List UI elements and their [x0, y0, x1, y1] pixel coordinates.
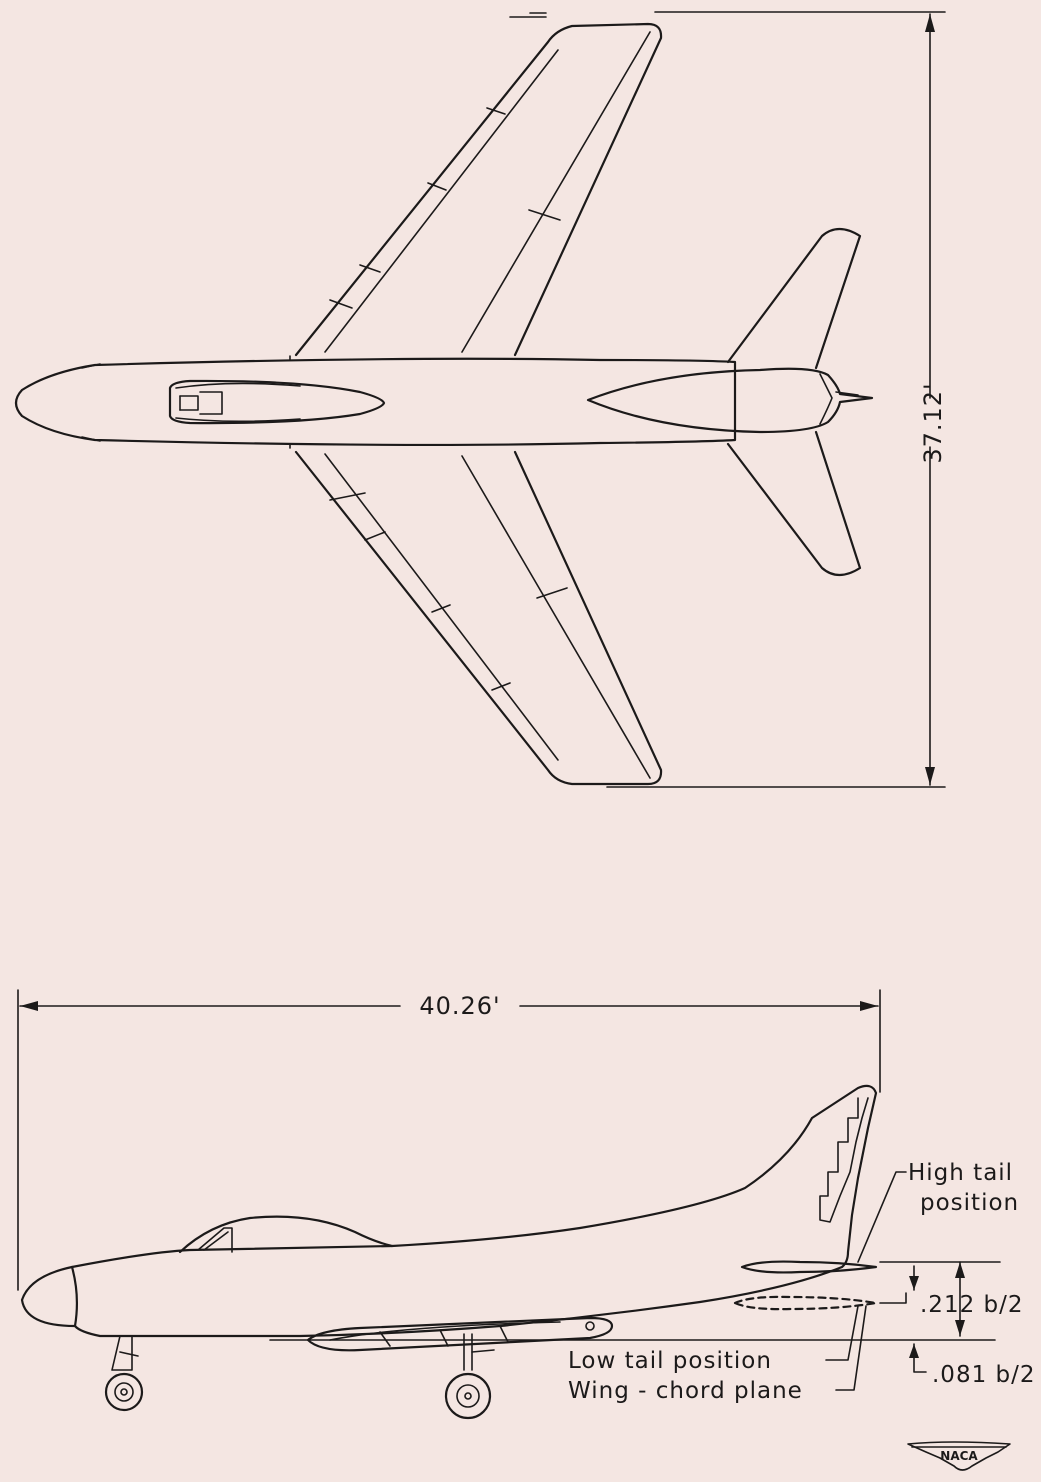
high-tail-label-line2: position — [920, 1190, 1019, 1216]
plan-lower-wing — [294, 450, 663, 786]
low-tail-label: Low tail position — [568, 1348, 772, 1374]
span-dimension: 37.12' — [606, 11, 947, 788]
side-rudder — [819, 1097, 869, 1223]
side-fuselage — [20, 1084, 878, 1338]
plan-wingtip-probe — [509, 12, 547, 18]
plan-upper-wing — [294, 22, 663, 357]
length-value: 40.26' — [419, 992, 500, 1020]
leader-lines — [825, 1171, 907, 1391]
low-tail-offset-label: .081 b/2 — [932, 1362, 1036, 1388]
plan-lower-tail — [726, 430, 862, 577]
span-value: 37.12' — [919, 382, 947, 463]
side-main-gear — [444, 1333, 495, 1420]
plan-fuselage — [14, 355, 737, 449]
side-view — [20, 1084, 996, 1420]
wing-chord-label: Wing - chord plane — [568, 1378, 803, 1404]
naca-logo-text: NACA — [940, 1449, 978, 1463]
side-canopy — [178, 1215, 394, 1254]
side-high-tail — [740, 1260, 878, 1274]
side-low-tail — [733, 1295, 878, 1311]
high-tail-label-line1: High tail — [908, 1160, 1013, 1186]
plan-canopy — [168, 379, 386, 425]
plan-view — [14, 12, 874, 786]
tail-offset-dimensions — [879, 1261, 1001, 1373]
side-wing — [306, 1316, 614, 1352]
plan-tail-pod — [586, 367, 874, 434]
side-nose-gear — [104, 1335, 144, 1412]
plan-upper-tail — [726, 227, 862, 370]
length-dimension: 40.26' — [17, 989, 881, 1291]
naca-logo: NACA — [907, 1441, 1011, 1471]
high-tail-offset-label: .212 b/2 — [920, 1292, 1024, 1318]
